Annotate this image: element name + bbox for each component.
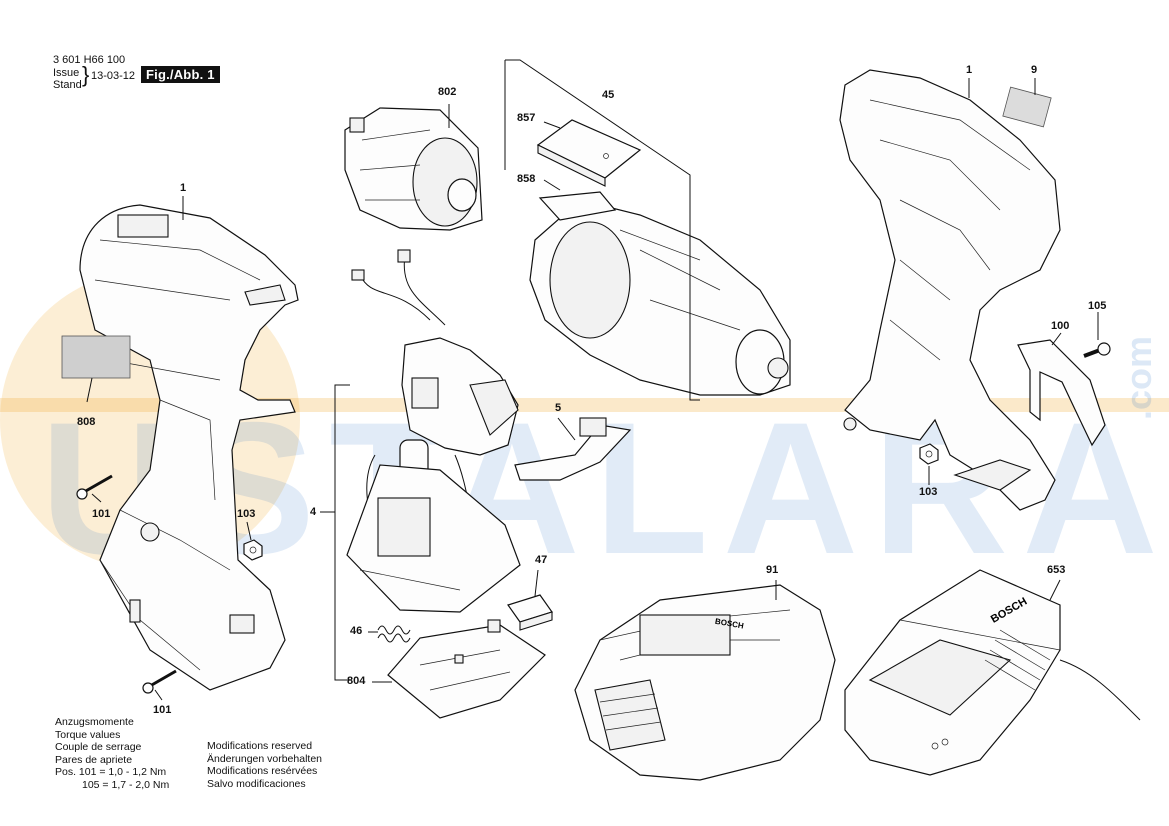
pad-47 [507,569,553,631]
torque-line-4: Pares de apriete [55,753,133,766]
label-9 [1002,86,1052,128]
leader-lines [86,78,1099,701]
slider-5 [514,417,632,481]
callout-100: 100 [1051,320,1070,332]
callout-47: 47 [535,554,548,566]
right-housing-half [839,69,1061,511]
gearbox-chuck-45 [529,191,791,396]
callout-101-bottom: 101 [153,704,172,716]
stand-label: Stand [53,79,82,91]
screw-101-top [76,474,113,500]
callout-5: 5 [555,402,562,414]
spring-46 [368,625,411,643]
callout-857: 857 [517,112,536,124]
modification-line-3: Modifications resérvées [207,765,318,777]
torque-line-1: Anzugsmomente [55,716,134,728]
bracket-4 [334,384,350,681]
switch-assembly-4 [346,249,521,613]
leader-857 [543,121,561,129]
nut-103-left [243,539,263,561]
issue-label: Issue [53,67,80,79]
callout-103-left: 103 [237,508,256,520]
torque-line-5: Pos. 101 = 1,0 - 1,2 Nm [55,766,167,778]
modification-line-2: Änderungen vorbehalten [207,752,323,765]
callout-45: 45 [602,89,615,101]
screw-101-bottom [142,669,177,694]
callout-1-left: 1 [180,182,187,194]
callout-653: 653 [1047,564,1066,576]
callout-4: 4 [310,506,317,518]
battery-91 [574,580,836,781]
callout-105: 105 [1088,300,1107,312]
document-number: 3 601 H66 100 [53,54,126,66]
callout-802: 802 [438,86,457,98]
clip-100 [1017,339,1106,447]
figure-label: Fig./Abb. 1 [141,66,220,83]
brace-glyph: } [82,62,90,87]
torque-line-6: 105 = 1,7 - 2,0 Nm [82,778,170,791]
modification-line-1: Modifications reserved [207,740,313,752]
torque-notes: Anzugsmomente Torque values Couple de se… [55,716,169,791]
callout-101-top: 101 [92,508,111,520]
callout-1-right: 1 [966,64,973,76]
label-808 [61,335,131,379]
torque-line-3: Couple de serrage [55,741,142,753]
modification-notes: Modifications reserved Änderungen vorbeh… [207,740,322,790]
callout-103-right: 103 [919,486,938,498]
bracket-45 [505,59,700,401]
modification-line-4: Salvo modificaciones [207,777,306,790]
torque-line-2: Torque values [55,728,121,741]
issue-date: 13-03-12 [91,70,136,82]
callout-804: 804 [347,675,366,687]
callout-858: 858 [517,173,536,185]
leader-858 [543,179,561,191]
screw-105 [1083,342,1111,358]
charger-653 [844,569,1141,776]
callout-46: 46 [350,625,363,637]
callout-9: 9 [1031,64,1038,76]
callout-808: 808 [77,416,96,428]
plate-804 [387,619,546,719]
clip-857 [536,119,642,187]
nut-103-right [919,443,939,465]
callout-91: 91 [766,564,779,576]
left-housing-half [61,204,299,691]
motor-802 [344,104,483,231]
